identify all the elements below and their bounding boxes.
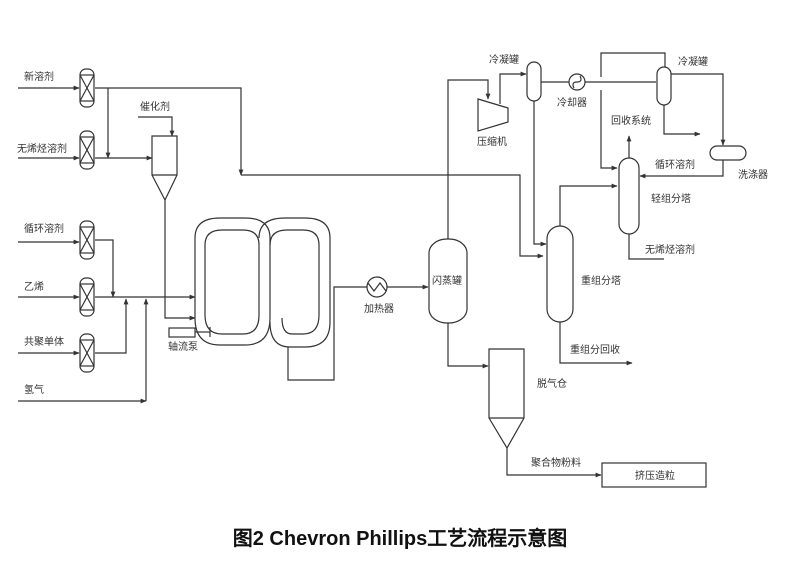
label-olefin-free-solvent: 无烯烃溶剂: [17, 142, 67, 155]
label-heavy-recovery: 重组分回收: [570, 343, 620, 356]
reactor-to-heater-line: [287, 286, 367, 381]
heater: [366, 276, 388, 298]
label-condenser-tank-2: 冷凝罐: [678, 55, 708, 68]
filter-olefin-free-solvent: [79, 130, 95, 170]
feed-lines: [18, 85, 147, 404]
catalyst-tank: [151, 135, 178, 202]
heavy-to-light-line: [559, 183, 618, 226]
label-flash-tank: 闪蒸罐: [432, 274, 462, 287]
label-compressor: 压缩机: [477, 135, 507, 148]
axial-pump: [168, 327, 196, 338]
label-axial-pump: 轴流泵: [168, 340, 198, 353]
label-light-column: 轻组分塔: [651, 192, 691, 205]
filter-fresh-solvent: [79, 68, 95, 108]
flash-to-degassing-line: [447, 323, 489, 369]
condenser-tank-1: [526, 61, 542, 102]
light-column-feed-line: [600, 90, 618, 171]
label-degassing-bin: 脱气仓: [537, 377, 567, 390]
cooler: [568, 73, 586, 91]
compressor: [477, 98, 509, 132]
label-olefin-free-solvent-out: 无烯烃溶剂: [645, 243, 695, 256]
label-heavy-column: 重组分塔: [581, 274, 621, 287]
monomer-manifold: [95, 239, 196, 401]
condenser2-bottom-line: [663, 105, 701, 137]
filter-comonomer: [79, 333, 95, 373]
heavy-column-bottom-line: [559, 322, 633, 366]
condenser2-to-scrubber-line: [671, 73, 726, 146]
extrusion-pelletizing: [601, 462, 707, 488]
label-heater: 加热器: [364, 302, 394, 315]
scrubber-recycle-line: [639, 160, 724, 179]
label-extrusion-pelletizing: 挤压造粒: [635, 469, 675, 482]
label-hydrogen: 氢气: [24, 383, 44, 396]
label-polymer-powder: 聚合物粉料: [531, 456, 581, 469]
light-column-bottom-line: [628, 234, 664, 260]
label-comonomer: 共聚单体: [24, 336, 64, 348]
catalyst-inlet-line: [138, 116, 175, 137]
label-scrubber: 洗涤器: [738, 168, 768, 181]
label-catalyst: 催化剂: [140, 100, 170, 113]
catalyst-to-reactor-line: [164, 200, 196, 321]
light-column: [618, 157, 640, 235]
scrubber: [709, 145, 747, 161]
label-condenser-tank-1: 冷凝罐: [489, 53, 519, 66]
loop-reactor: [194, 217, 331, 348]
heavy-column: [546, 225, 574, 323]
label-recycle-solvent-return: 循环溶剂: [655, 158, 695, 171]
degassing-to-extrusion-line: [506, 448, 602, 478]
condenser-tank-2: [656, 66, 672, 106]
degassing-bin: [488, 348, 525, 450]
label-ethylene: 乙烯: [24, 280, 44, 293]
label-fresh-solvent: 新溶剂: [24, 70, 54, 83]
label-recovery-system: 回收系统: [611, 114, 651, 127]
filter-recycle-solvent: [79, 220, 95, 260]
figure-caption: 图2 Chevron Phillips工艺流程示意图: [232, 528, 568, 550]
label-cooler: 冷却器: [557, 96, 587, 109]
filter-ethylene: [79, 277, 95, 317]
flash-vapor-line: [447, 79, 491, 239]
compressor-to-condenser-line: [499, 71, 527, 104]
fresh-solvent-route: [95, 87, 544, 259]
label-recycle-solvent: 循环溶剂: [24, 222, 64, 235]
condenser1-to-heavy-line: [533, 101, 547, 247]
condenser-bypass-line: [600, 52, 666, 77]
